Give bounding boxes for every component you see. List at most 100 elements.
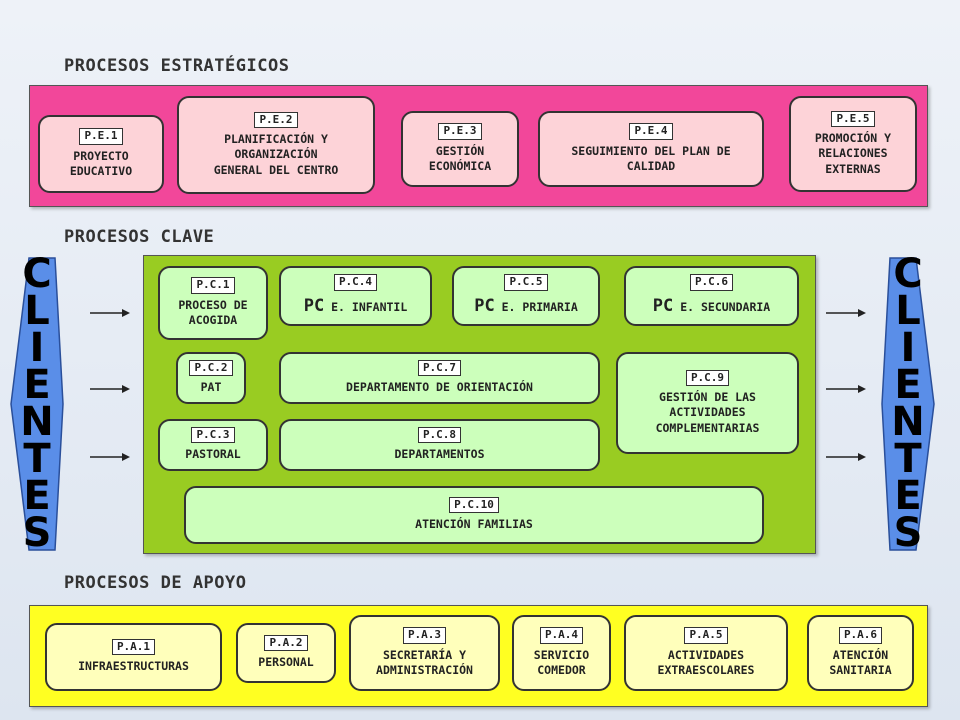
clients-letter: S bbox=[22, 510, 52, 556]
clients-left-letters: C L I E N T E S bbox=[20, 251, 54, 556]
box-code: P.C.5 bbox=[504, 274, 548, 291]
box-label: DEPARTAMENTO DE ORIENTACIÓN bbox=[346, 380, 533, 395]
support-box-pa5[interactable]: P.A.5 ACTIVIDADES EXTRAESCOLARES bbox=[624, 615, 788, 691]
box-label: PROCESO DE ACOGIDA bbox=[178, 297, 248, 328]
clients-letter: E bbox=[23, 362, 51, 408]
box-label: SECRETARÍA Y ADMINISTRACIÓN bbox=[376, 647, 473, 678]
clients-letter: C bbox=[893, 251, 923, 297]
arrow-right-icon bbox=[90, 453, 130, 461]
strategic-box-pe2[interactable]: P.E.2 PLANIFICACIÓN Y ORGANIZACIÓN GENER… bbox=[177, 96, 375, 194]
box-label: ACTIVIDADES EXTRAESCOLARES bbox=[657, 647, 755, 678]
clients-right-letters: C L I E N T E S bbox=[891, 251, 925, 556]
box-code: P.A.2 bbox=[264, 635, 308, 652]
box-label: ATENCIÓN FAMILIAS bbox=[415, 517, 533, 532]
box-code: P.C.3 bbox=[191, 427, 235, 444]
box-code: P.E.4 bbox=[629, 123, 673, 140]
box-label: E. PRIMARIA bbox=[501, 299, 578, 314]
box-code: P.A.6 bbox=[838, 627, 883, 644]
key-box-pc1[interactable]: P.C.1 PROCESO DE ACOGIDA bbox=[158, 266, 268, 340]
clients-letter: E bbox=[894, 473, 922, 519]
box-label: PAT bbox=[200, 380, 222, 395]
key-box-pc7[interactable]: P.C.7 DEPARTAMENTO DE ORIENTACIÓN bbox=[279, 352, 600, 404]
arrow-right-icon bbox=[826, 385, 866, 393]
key-box-pc9[interactable]: P.C.9 GESTIÓN DE LAS ACTIVIDADES COMPLEM… bbox=[616, 352, 799, 454]
box-label-wrap: PC E. INFANTIL bbox=[304, 295, 408, 318]
clients-letter: N bbox=[891, 399, 925, 445]
strategic-title: PROCESOS ESTRATÉGICOS bbox=[64, 56, 290, 76]
clients-right-shape bbox=[881, 257, 935, 551]
box-label: ATENCIÓN SANITARIA bbox=[829, 647, 892, 678]
box-code: P.C.10 bbox=[449, 497, 499, 514]
box-code: P.A.1 bbox=[111, 639, 156, 656]
support-box-pa1[interactable]: P.A.1 INFRAESTRUCTURAS bbox=[45, 623, 222, 691]
clients-letter: S bbox=[893, 510, 923, 556]
box-label: PLANIFICACIÓN Y ORGANIZACIÓN GENERAL DEL… bbox=[213, 131, 339, 177]
key-box-pc6[interactable]: P.C.6 PC E. SECUNDARIA bbox=[624, 266, 799, 326]
arrow-right-icon bbox=[826, 309, 866, 317]
clients-letter: E bbox=[894, 362, 922, 408]
clients-letter: I bbox=[29, 325, 45, 371]
box-code: P.C.4 bbox=[333, 274, 378, 291]
box-code: P.C.7 bbox=[417, 360, 462, 377]
key-box-pc3[interactable]: P.C.3 PASTORAL bbox=[158, 419, 268, 471]
box-code: P.C.8 bbox=[417, 427, 462, 444]
box-label: SERVICIO COMEDOR bbox=[533, 647, 590, 678]
clients-letter: L bbox=[24, 288, 50, 334]
box-label-wrap: PC E. PRIMARIA bbox=[474, 295, 578, 318]
clients-letter: E bbox=[23, 473, 51, 519]
box-code: P.C.9 bbox=[685, 369, 730, 386]
clients-right: C L I E N T E S bbox=[878, 251, 938, 556]
box-code: P.C.1 bbox=[191, 277, 235, 294]
key-box-pc10[interactable]: P.C.10 ATENCIÓN FAMILIAS bbox=[184, 486, 764, 544]
box-code: P.A.5 bbox=[684, 627, 728, 644]
box-prefix: PC bbox=[303, 295, 325, 316]
arrow-right-icon bbox=[90, 385, 130, 393]
box-code: P.C.6 bbox=[689, 274, 734, 291]
strategic-box-pe3[interactable]: P.E.3 GESTIÓN ECONÓMICA bbox=[401, 111, 519, 187]
clients-left: C L I E N T E S bbox=[7, 251, 67, 556]
key-box-pc4[interactable]: P.C.4 PC E. INFANTIL bbox=[279, 266, 432, 326]
box-code: P.E.1 bbox=[79, 128, 123, 145]
clients-letter: T bbox=[894, 436, 922, 482]
clients-letter: C bbox=[22, 251, 52, 297]
box-code: P.A.3 bbox=[402, 627, 447, 644]
box-prefix: PC bbox=[474, 295, 495, 316]
key-box-pc2[interactable]: P.C.2 PAT bbox=[176, 352, 246, 404]
clients-letter: L bbox=[895, 288, 921, 334]
box-label: GESTIÓN DE LAS ACTIVIDADES COMPLEMENTARI… bbox=[655, 389, 760, 435]
box-code: P.E.2 bbox=[254, 111, 298, 128]
support-box-pa3[interactable]: P.A.3 SECRETARÍA Y ADMINISTRACIÓN bbox=[349, 615, 500, 691]
box-label: PERSONAL bbox=[258, 655, 314, 670]
key-title: PROCESOS CLAVE bbox=[64, 227, 215, 247]
clients-letter: N bbox=[20, 399, 54, 445]
key-box-pc5[interactable]: P.C.5 PC E. PRIMARIA bbox=[452, 266, 600, 326]
strategic-box-pe4[interactable]: P.E.4 SEGUIMIENTO DEL PLAN DE CALIDAD bbox=[538, 111, 764, 187]
box-prefix: PC bbox=[652, 295, 674, 316]
strategic-box-pe1[interactable]: P.E.1 PROYECTO EDUCATIVO bbox=[38, 115, 164, 193]
box-label: PROMOCIÓN Y RELACIONES EXTERNAS bbox=[814, 130, 892, 176]
clients-letter: I bbox=[900, 325, 916, 371]
clients-letter: T bbox=[23, 436, 51, 482]
support-title: PROCESOS DE APOYO bbox=[64, 573, 247, 593]
box-code: P.E.3 bbox=[438, 123, 482, 140]
box-label: E. SECUNDARIA bbox=[680, 299, 771, 314]
box-code: P.E.5 bbox=[831, 110, 875, 127]
box-label: E. INFANTIL bbox=[331, 299, 408, 314]
clients-left-shape bbox=[10, 257, 64, 551]
support-box-pa2[interactable]: P.A.2 PERSONAL bbox=[236, 623, 336, 683]
box-label: INFRAESTRUCTURAS bbox=[78, 659, 189, 674]
strategic-box-pe5[interactable]: P.E.5 PROMOCIÓN Y RELACIONES EXTERNAS bbox=[789, 96, 917, 192]
support-box-pa4[interactable]: P.A.4 SERVICIO COMEDOR bbox=[512, 615, 611, 691]
box-label: SEGUIMIENTO DEL PLAN DE CALIDAD bbox=[571, 143, 731, 174]
box-label: PASTORAL bbox=[185, 447, 241, 462]
box-label: DEPARTAMENTOS bbox=[394, 447, 485, 462]
box-code: P.A.4 bbox=[539, 627, 584, 644]
box-label: GESTIÓN ECONÓMICA bbox=[428, 143, 492, 174]
box-code: P.C.2 bbox=[189, 360, 233, 377]
support-box-pa6[interactable]: P.A.6 ATENCIÓN SANITARIA bbox=[807, 615, 914, 691]
arrow-right-icon bbox=[90, 309, 130, 317]
box-label-wrap: PC E. SECUNDARIA bbox=[653, 295, 770, 318]
arrow-right-icon bbox=[826, 453, 866, 461]
key-box-pc8[interactable]: P.C.8 DEPARTAMENTOS bbox=[279, 419, 600, 471]
box-label: PROYECTO EDUCATIVO bbox=[69, 148, 133, 179]
